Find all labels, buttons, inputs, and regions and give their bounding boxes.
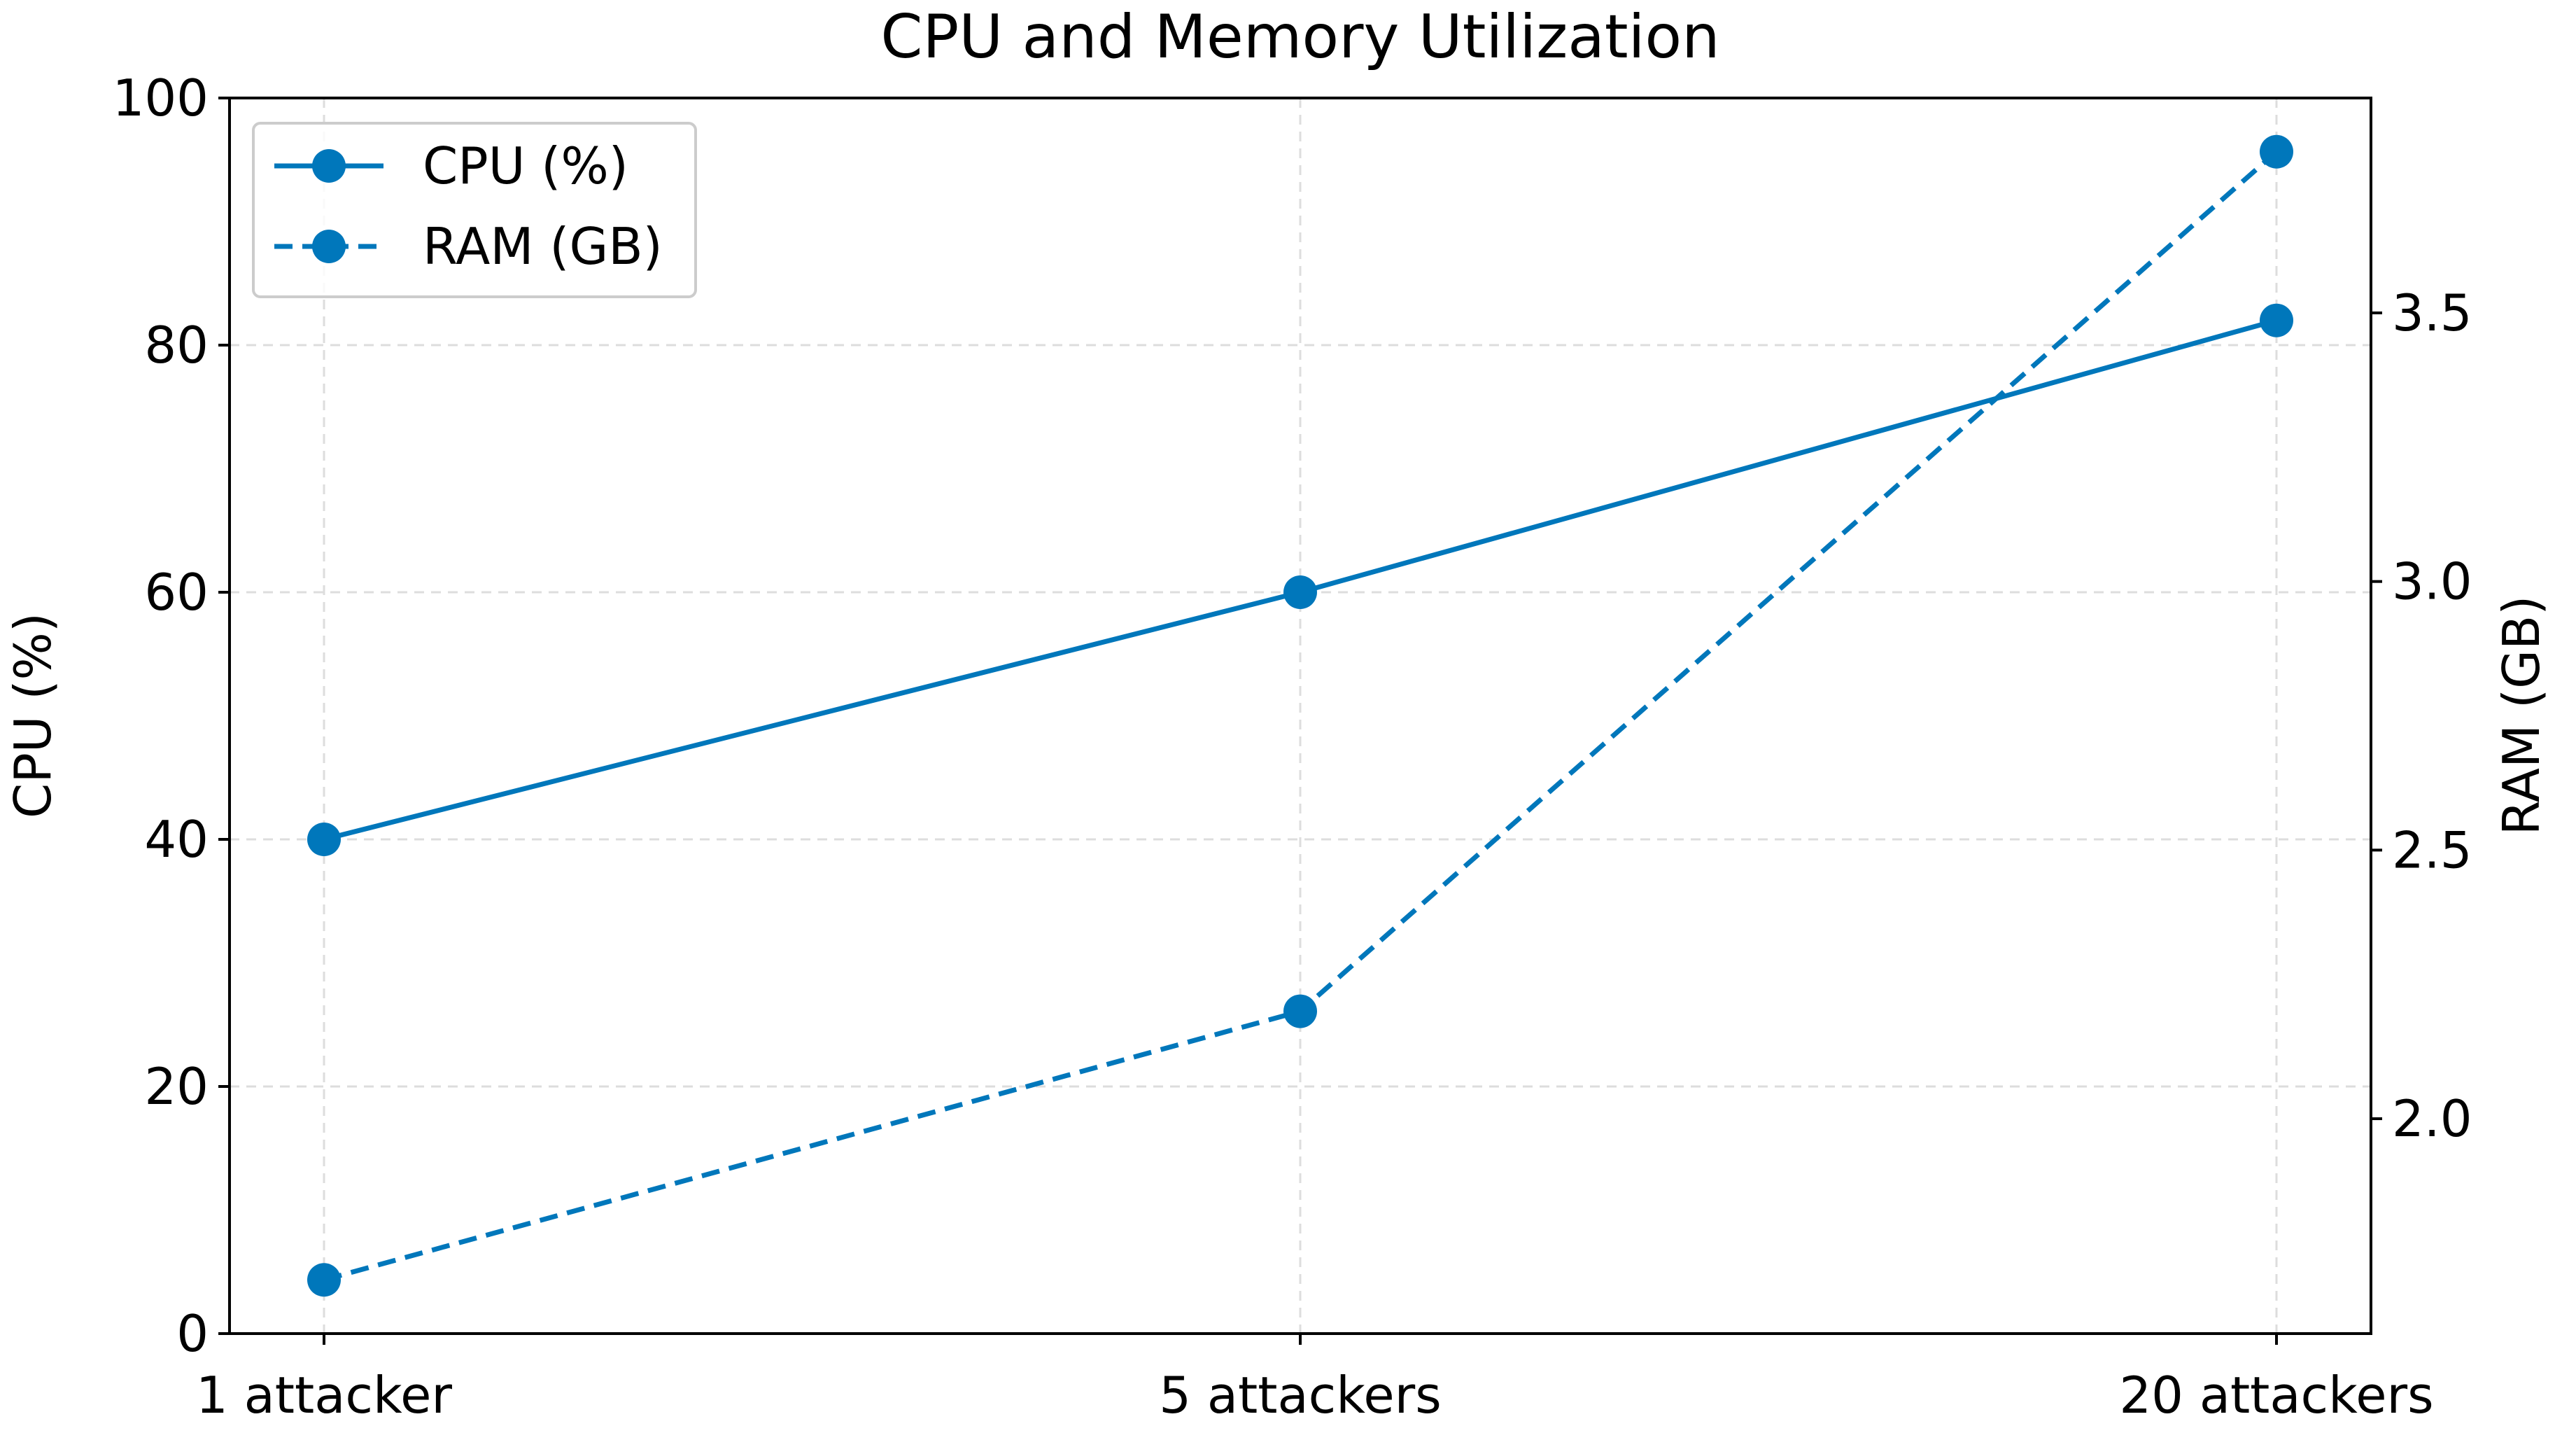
legend-ram-label: RAM (GB) [423, 217, 663, 276]
y-tick-label: 60 [144, 563, 209, 622]
y2-tick-label: 3.5 [2392, 284, 2472, 342]
ram-data-point [1283, 994, 1317, 1028]
legend-cpu-marker [312, 149, 346, 183]
y2-tick-label: 3.0 [2392, 552, 2472, 611]
y-tick-label: 80 [144, 316, 209, 375]
y-tick-label: 0 [176, 1304, 209, 1363]
legend-ram-marker [312, 230, 346, 263]
tick-layer: 1 attacker 5 attackers 20 attackers 0 20 40 60… [113, 69, 2472, 1425]
x-tick-label: 20 attackers [2119, 1366, 2433, 1425]
y-tick-label: 20 [144, 1057, 209, 1116]
y2-tick-label: 2.0 [2392, 1089, 2472, 1148]
cpu-data-point [307, 823, 341, 856]
series-layer [307, 134, 2293, 1297]
ram-data-point [2260, 134, 2293, 169]
y2-axis-label: RAM (GB) [2492, 596, 2551, 836]
y2-tick-label: 2.5 [2392, 820, 2472, 879]
y-axis-label: CPU (%) [3, 613, 62, 818]
chart-title: CPU and Memory Utilization [880, 2, 1719, 72]
ram-data-point [307, 1263, 341, 1297]
cpu-data-point [1283, 575, 1317, 609]
x-tick-label: 5 attackers [1159, 1366, 1442, 1425]
y-tick-label: 100 [113, 69, 209, 127]
y-tick-label: 40 [144, 810, 209, 869]
legend: CPU (%) RAM (GB) [252, 122, 697, 298]
cpu-data-point [2260, 303, 2293, 337]
x-tick-label: 1 attacker [196, 1366, 452, 1425]
legend-cpu-label: CPU (%) [423, 137, 628, 195]
